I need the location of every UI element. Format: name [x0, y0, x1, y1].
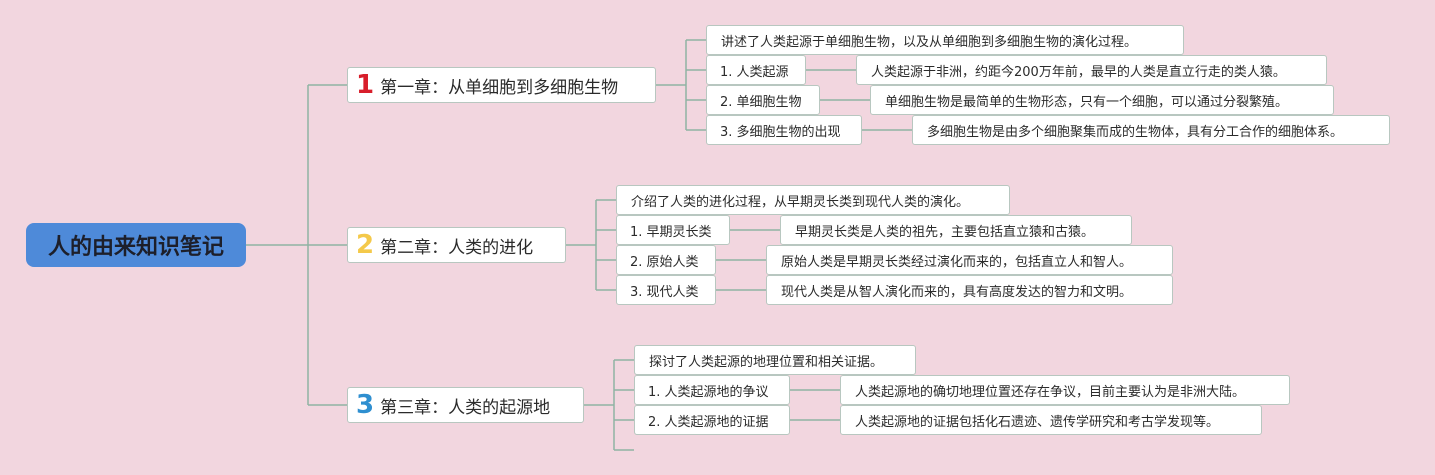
chapter-3-item-2[interactable]: 2. 人类起源地的证据	[634, 405, 790, 435]
chapter-2-title: 第二章：人类的进化	[380, 237, 534, 258]
chapter-2-number: 2	[356, 230, 375, 260]
chapter-1-summary[interactable]: 讲述了人类起源于单细胞生物，以及从单细胞到多细胞生物的演化过程。	[706, 25, 1184, 55]
chapter-3-item-2-label: 2. 人类起源地的证据	[648, 414, 769, 430]
root-topic[interactable]: 人的由来知识笔记	[26, 223, 246, 267]
chapter-1-item-2[interactable]: 2. 单细胞生物	[706, 85, 820, 115]
chapter-1-item-3-detail[interactable]: 多细胞生物是由多个细胞聚集而成的生物体，具有分工合作的细胞体系。	[912, 115, 1390, 145]
chapter-1-item-2-detail-text: 单细胞生物是最简单的生物形态，只有一个细胞，可以通过分裂繁殖。	[885, 94, 1289, 110]
chapter-1-item-3-detail-text: 多细胞生物是由多个细胞聚集而成的生物体，具有分工合作的细胞体系。	[927, 124, 1344, 140]
chapter-1-title: 第一章：从单细胞到多细胞生物	[380, 77, 619, 98]
chapter-3-item-1-label: 1. 人类起源地的争议	[648, 384, 769, 400]
root-title: 人的由来知识笔记	[47, 235, 224, 260]
chapter-2-item-1-detail-text: 早期灵长类是人类的祖先，主要包括直立猿和古猿。	[795, 224, 1095, 240]
chapter-3-item-1-detail-text: 人类起源地的确切地理位置还存在争议，目前主要认为是非洲大陆。	[855, 384, 1246, 400]
chapter-3-item-1-detail[interactable]: 人类起源地的确切地理位置还存在争议，目前主要认为是非洲大陆。	[840, 375, 1290, 405]
chapter-3-summary-text: 探讨了人类起源的地理位置和相关证据。	[649, 354, 884, 370]
chapter-3-item-2-detail[interactable]: 人类起源地的证据包括化石遗迹、遗传学研究和考古学发现等。	[840, 405, 1262, 435]
chapter-3-summary[interactable]: 探讨了人类起源的地理位置和相关证据。	[634, 345, 916, 375]
chapter-1-node[interactable]: 1 第一章：从单细胞到多细胞生物	[347, 67, 656, 103]
chapter-2-node[interactable]: 2 第二章：人类的进化	[347, 227, 566, 263]
chapter-1-item-1-label: 1. 人类起源	[720, 64, 789, 80]
chapter-2-summary[interactable]: 介绍了人类的进化过程，从早期灵长类到现代人类的演化。	[616, 185, 1010, 215]
chapter-2-item-2[interactable]: 2. 原始人类	[616, 245, 716, 275]
chapter-2-item-1-detail[interactable]: 早期灵长类是人类的祖先，主要包括直立猿和古猿。	[780, 215, 1132, 245]
chapter-2-item-3-label: 3. 现代人类	[630, 284, 699, 300]
chapter-1-item-1-detail[interactable]: 人类起源于非洲，约距今200万年前，最早的人类是直立行走的类人猿。	[856, 55, 1327, 85]
chapter-1-item-3-label: 3. 多细胞生物的出现	[720, 124, 841, 140]
chapter-3-node[interactable]: 3 第三章：人类的起源地	[347, 387, 584, 423]
chapter-2-item-3[interactable]: 3. 现代人类	[616, 275, 716, 305]
chapter-2-item-2-detail-text: 原始人类是早期灵长类经过演化而来的，包括直立人和智人。	[781, 254, 1133, 270]
chapter-2-summary-text: 介绍了人类的进化过程，从早期灵长类到现代人类的演化。	[631, 194, 970, 210]
chapter-3-title: 第三章：人类的起源地	[380, 397, 551, 418]
chapter-1-item-2-label: 2. 单细胞生物	[720, 94, 802, 110]
chapter-3-number: 3	[356, 390, 375, 420]
chapter-2-item-2-detail[interactable]: 原始人类是早期灵长类经过演化而来的，包括直立人和智人。	[766, 245, 1173, 275]
chapter-1-item-2-detail[interactable]: 单细胞生物是最简单的生物形态，只有一个细胞，可以通过分裂繁殖。	[870, 85, 1334, 115]
chapter-3-item-1[interactable]: 1. 人类起源地的争议	[634, 375, 790, 405]
chapter-2-item-1[interactable]: 1. 早期灵长类	[616, 215, 730, 245]
chapter-2-item-3-detail[interactable]: 现代人类是从智人演化而来的，具有高度发达的智力和文明。	[766, 275, 1173, 305]
chapter-2-item-1-label: 1. 早期灵长类	[630, 224, 712, 240]
chapter-1-summary-text: 讲述了人类起源于单细胞生物，以及从单细胞到多细胞生物的演化过程。	[721, 34, 1138, 50]
chapter-2-item-3-detail-text: 现代人类是从智人演化而来的，具有高度发达的智力和文明。	[781, 284, 1133, 300]
chapter-1-item-3[interactable]: 3. 多细胞生物的出现	[706, 115, 862, 145]
chapter-1-number: 1	[356, 70, 375, 100]
chapter-1-item-1[interactable]: 1. 人类起源	[706, 55, 806, 85]
chapter-1-item-1-detail-text: 人类起源于非洲，约距今200万年前，最早的人类是直立行走的类人猿。	[871, 64, 1286, 80]
chapter-3-item-2-detail-text: 人类起源地的证据包括化石遗迹、遗传学研究和考古学发现等。	[855, 414, 1220, 430]
chapter-2-item-2-label: 2. 原始人类	[630, 254, 699, 270]
